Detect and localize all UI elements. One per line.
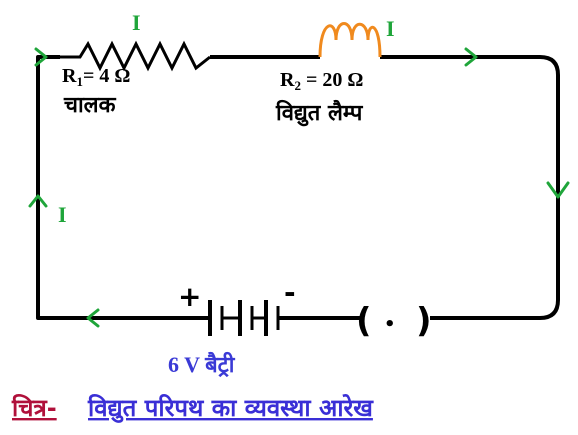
current-arrows [28, 47, 570, 328]
lamp-label: R2 = 20 Ω [280, 69, 363, 93]
arrow-bottom-left-icon [86, 308, 100, 328]
resistor-zigzag [60, 40, 211, 72]
current-label-left: I [58, 202, 67, 227]
wire-top-left [36, 55, 210, 320]
arrow-left-up-icon [28, 194, 48, 208]
resistor-value: = 4 Ω [83, 65, 130, 87]
arrow-top-right-icon [464, 47, 478, 67]
wire-right [380, 55, 560, 320]
key-dot: • [384, 314, 396, 335]
battery-minus: - [284, 276, 296, 309]
key-open-paren: ( [356, 301, 372, 341]
battery-cells [208, 300, 280, 336]
resistor-subscript: 1 [76, 74, 83, 89]
current-label-lamp: I [386, 16, 395, 41]
resistor-label: R1= 4 Ω [62, 65, 130, 89]
current-label-top: I [132, 10, 141, 35]
lamp-filament [318, 22, 382, 58]
caption-prefix: चित्र- [11, 394, 57, 422]
lamp-name: विद्युत लैम्प [275, 99, 364, 127]
battery-plus: + [178, 280, 201, 313]
arrow-top-left-icon [34, 47, 48, 67]
lamp-symbol: R [280, 69, 295, 91]
arrow-right-down-icon [546, 181, 570, 199]
caption-title: विद्युत परिपथ का व्यवस्था आरेख [87, 394, 374, 423]
battery-label: 6 V बैट्री [168, 351, 236, 378]
lamp-value: = 20 Ω [301, 69, 363, 91]
key-close-paren: ) [416, 301, 432, 341]
resistor-symbol: R [62, 65, 77, 87]
resistor-name: चालक [63, 93, 117, 118]
lamp-subscript: 2 [294, 78, 301, 93]
